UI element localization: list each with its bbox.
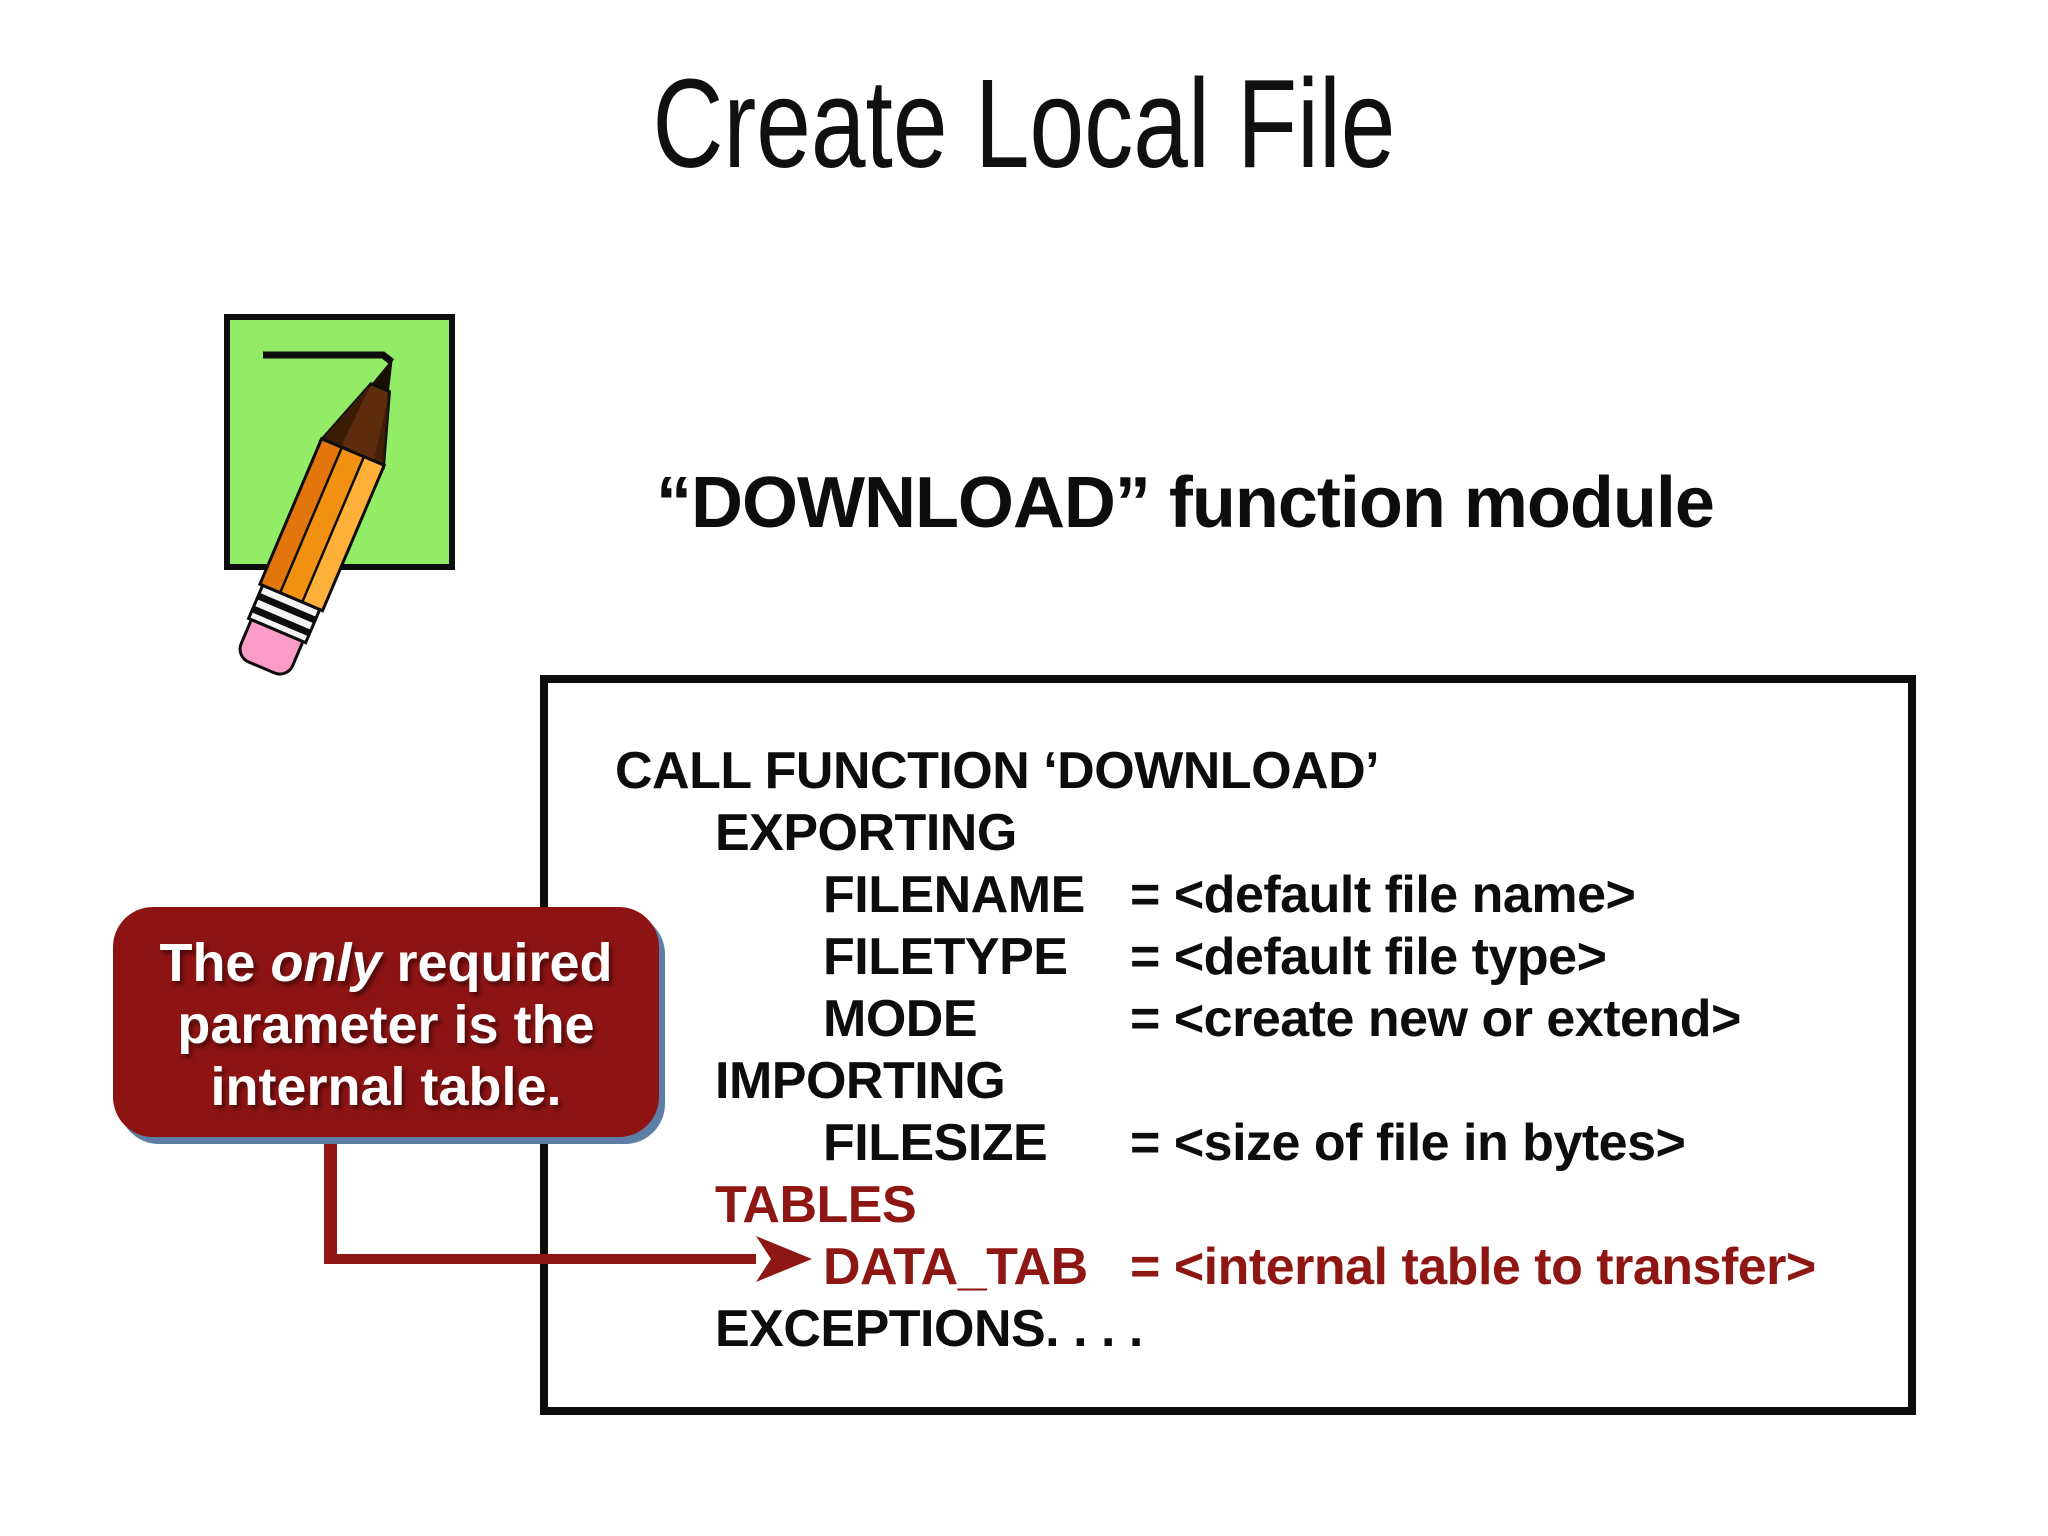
code-line-filesize: FILESIZE= <size of file in bytes> (823, 1114, 1686, 1172)
callout-box: The only required parameter is the inter… (113, 907, 659, 1137)
drawn-line (263, 351, 395, 365)
page-title: Create Local File (652, 53, 1396, 194)
callout-line-1: The only required (159, 933, 613, 993)
subtitle: “DOWNLOAD” function module (656, 463, 1715, 543)
code-line-call-function: CALL FUNCTION ‘DOWNLOAD’ (615, 742, 1380, 800)
callout-line-3: internal table. (210, 1057, 562, 1117)
code-listing: CALL FUNCTION ‘DOWNLOAD’ EXPORTING FILEN… (548, 683, 1908, 1360)
code-line-mode: MODE= <create new or extend> (823, 990, 1741, 1048)
code-line-data-tab: DATA_TAB= <internal table to transfer> (823, 1238, 1816, 1296)
code-line-importing: IMPORTING (715, 1052, 1006, 1110)
code-line-filename: FILENAME= <default file name> (823, 866, 1636, 924)
connector-vertical-line (324, 1137, 337, 1264)
callout-text: The only required parameter is the inter… (113, 907, 659, 1118)
code-line-filetype: FILETYPE= <default file type> (823, 928, 1607, 986)
code-box: CALL FUNCTION ‘DOWNLOAD’ EXPORTING FILEN… (540, 675, 1916, 1415)
code-line-tables: TABLES (715, 1176, 917, 1234)
callout-line-2: parameter is the (177, 995, 595, 1055)
pencil-icon (238, 358, 393, 676)
code-line-exporting: EXPORTING (715, 804, 1017, 862)
code-line-exceptions: EXCEPTIONS. . . . (715, 1300, 1143, 1358)
green-square (224, 314, 455, 570)
pencil-clipart (224, 314, 455, 676)
